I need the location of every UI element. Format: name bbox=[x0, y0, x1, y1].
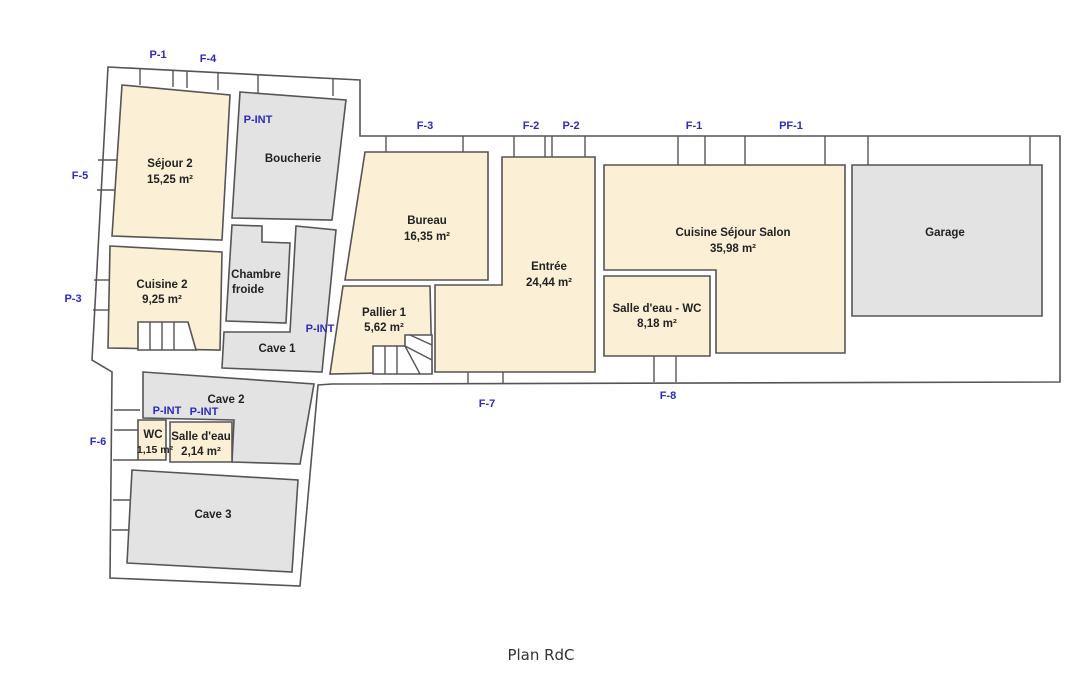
opening-label: PF-1 bbox=[779, 120, 803, 132]
room-label: Entrée bbox=[531, 261, 567, 273]
room-label: Boucherie bbox=[265, 153, 321, 165]
room-area: 16,35 m² bbox=[404, 231, 450, 243]
room-area: 2,14 m² bbox=[181, 446, 221, 458]
opening-label: F-7 bbox=[479, 398, 496, 410]
room-label: Salle d'eau bbox=[171, 431, 231, 443]
room-salle-deau bbox=[169, 421, 233, 463]
room-label: Chambre bbox=[231, 269, 281, 281]
room-boucherie bbox=[231, 91, 347, 221]
room-garage bbox=[851, 164, 1043, 317]
opening-label: F-5 bbox=[72, 170, 89, 182]
room-label: froide bbox=[232, 284, 264, 296]
room-area: 1,15 m² bbox=[137, 444, 174, 456]
opening-label: F-6 bbox=[90, 436, 107, 448]
room-label: WC bbox=[143, 429, 162, 441]
room-cave-3 bbox=[126, 469, 299, 573]
room-entree bbox=[434, 156, 596, 373]
room-bureau bbox=[344, 151, 489, 281]
opening-label: P-1 bbox=[149, 49, 166, 61]
room-label: Cave 1 bbox=[258, 343, 296, 355]
opening-label: F-2 bbox=[523, 120, 540, 132]
room-label: Garage bbox=[925, 227, 965, 239]
wall-openings bbox=[93, 69, 1031, 531]
opening-label: F-3 bbox=[417, 120, 434, 132]
room-salle-deau-wc bbox=[603, 275, 711, 357]
room-sejour-2 bbox=[111, 84, 231, 241]
room-cave-1 bbox=[221, 225, 337, 373]
room-label: Cave 2 bbox=[207, 394, 244, 406]
room-label: Pallier 1 bbox=[362, 307, 407, 319]
opening-label: P-INT bbox=[153, 405, 182, 417]
room-label: Cave 3 bbox=[194, 509, 231, 521]
stairs-cuisine-2 bbox=[137, 321, 198, 351]
room-area: 24,44 m² bbox=[526, 277, 572, 289]
stairs-pallier-1 bbox=[372, 334, 433, 375]
opening-label: F-1 bbox=[686, 120, 703, 132]
room-chambre-froide bbox=[225, 224, 291, 324]
room-label: Bureau bbox=[407, 215, 447, 227]
plan-caption: Plan RdC bbox=[507, 646, 575, 664]
room-area: 5,62 m² bbox=[364, 322, 404, 334]
opening-label: P-INT bbox=[306, 323, 335, 335]
opening-label: P-INT bbox=[244, 114, 273, 126]
opening-label: P-INT bbox=[190, 406, 219, 418]
room-label: Cuisine 2 bbox=[136, 279, 187, 291]
room-label: Salle d'eau - WC bbox=[612, 303, 701, 315]
room-cuisine-2 bbox=[107, 245, 223, 351]
room-area: 35,98 m² bbox=[710, 243, 756, 255]
room-wc bbox=[137, 419, 167, 461]
room-area: 15,25 m² bbox=[147, 174, 193, 186]
opening-label: F-4 bbox=[200, 53, 217, 65]
room-area: 8,18 m² bbox=[637, 318, 677, 330]
opening-label: F-8 bbox=[660, 390, 677, 402]
room-label: Cuisine Séjour Salon bbox=[675, 227, 790, 239]
room-cuisine-sejour-salon bbox=[603, 164, 846, 354]
opening-label: P-3 bbox=[64, 293, 81, 305]
opening-label: P-2 bbox=[562, 120, 579, 132]
room-label: Séjour 2 bbox=[147, 158, 192, 170]
room-area: 9,25 m² bbox=[142, 294, 182, 306]
